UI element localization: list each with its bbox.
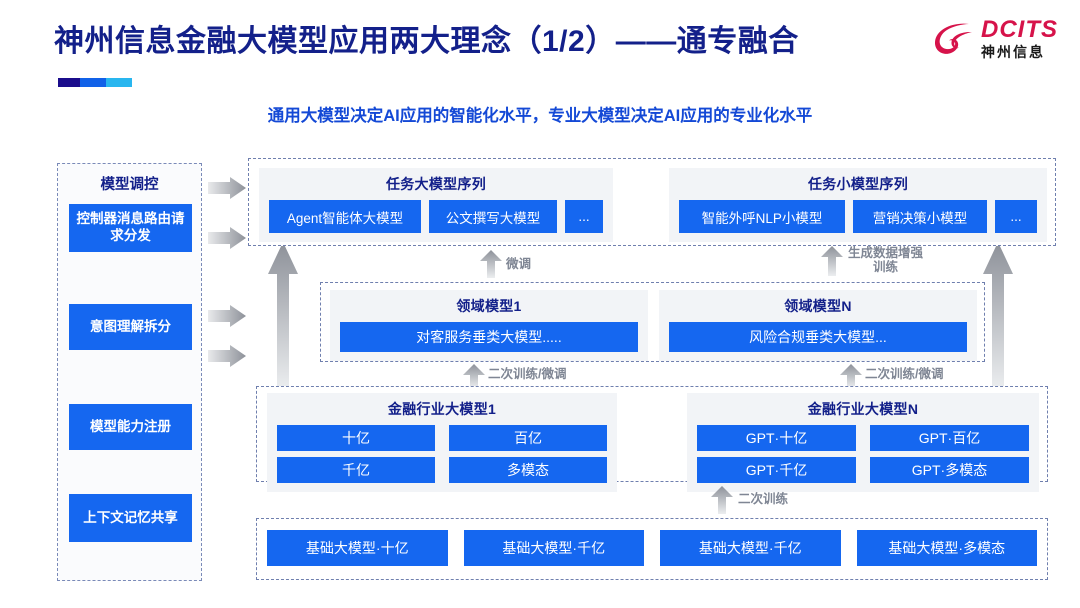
accent-segment-2: [80, 78, 106, 87]
control-item-message-routing[interactable]: 控制器消息路由请求分发: [69, 204, 192, 252]
accent-segment-3: [106, 78, 132, 87]
accent-segment-1: [58, 78, 80, 87]
chip-document-writing-model[interactable]: 公文撰写大模型: [429, 200, 557, 233]
panel-industry-model-n: 金融行业大模型N GPT·十亿 GPT·百亿 GPT·千亿 GPT·多模态: [687, 393, 1039, 492]
grid-industry-1: 十亿 百亿 千亿 多模态: [277, 425, 607, 483]
chip-outbound-nlp-model[interactable]: 智能外呼NLP小模型: [679, 200, 845, 233]
cell-industry1-hundred-billion[interactable]: 千亿: [277, 457, 435, 483]
up-arrow-icon-fine-tune: [480, 250, 502, 278]
panel-domain-model-1: 领域模型1 对客服务垂类大模型.....: [330, 290, 648, 361]
base-chip-hundred-billion-1[interactable]: 基础大模型·千亿: [463, 530, 644, 566]
up-arrow-icon-retrain-right: [840, 364, 862, 388]
arrow-label-retrain-right: 二次训练/微调: [865, 367, 944, 381]
base-chip-multimodal[interactable]: 基础大模型·多模态: [856, 530, 1037, 566]
bar-customer-service-model[interactable]: 对客服务垂类大模型.....: [340, 322, 638, 352]
panel-title-task-large: 任务大模型序列: [385, 176, 487, 192]
panel-domain-model-n: 领域模型N 风险合规垂类大模型...: [659, 290, 977, 361]
panel-title-industry-1: 金融行业大模型1: [387, 401, 497, 417]
accent-bar: [58, 78, 132, 87]
architecture-diagram: 微调 生成数据增强 训练 任务大模型序列 Agent智能体大模型 公文撰写大模型…: [248, 158, 1056, 583]
right-arrow-icon-3: [208, 305, 246, 327]
grid-industry-n: GPT·十亿 GPT·百亿 GPT·千亿 GPT·多模态: [697, 425, 1029, 483]
chip-task-small-more[interactable]: ...: [995, 200, 1037, 233]
control-item-context-memory[interactable]: 上下文记忆共享: [69, 494, 192, 542]
panel-title-domain-1: 领域模型1: [456, 298, 522, 314]
up-arrow-icon-retrain-center: [711, 486, 733, 514]
panel-title-industry-n: 金融行业大模型N: [807, 401, 919, 417]
chip-agent-model[interactable]: Agent智能体大模型: [269, 200, 421, 233]
swirl-icon: [931, 19, 975, 59]
control-column-title: 模型调控: [100, 177, 159, 193]
base-chip-hundred-billion-2[interactable]: 基础大模型·千亿: [660, 530, 841, 566]
logo-text: DCITS 神州信息: [981, 16, 1058, 60]
cell-industryn-gpt-billion[interactable]: GPT·十亿: [697, 425, 856, 451]
up-arrow-icon-right-tall: [983, 242, 1013, 390]
chip-marketing-decision-model[interactable]: 营销决策小模型: [853, 200, 987, 233]
chip-row-task-large: Agent智能体大模型 公文撰写大模型 ...: [269, 200, 603, 233]
up-arrow-icon-left-tall: [268, 242, 298, 390]
control-item-intent-parsing[interactable]: 意图理解拆分: [69, 304, 192, 350]
control-item-capability-registry[interactable]: 模型能力注册: [69, 404, 192, 450]
chip-row-task-small: 智能外呼NLP小模型 营销决策小模型 ...: [679, 200, 1037, 233]
tier-domain-models: 领域模型1 对客服务垂类大模型..... 领域模型N 风险合规垂类大模型...: [320, 282, 985, 362]
arrow-label-retrain-left: 二次训练/微调: [488, 367, 567, 381]
cell-industryn-gpt-ten-billion[interactable]: GPT·百亿: [870, 425, 1029, 451]
cell-industry1-billion[interactable]: 十亿: [277, 425, 435, 451]
panel-industry-model-1: 金融行业大模型1 十亿 百亿 千亿 多模态: [267, 393, 617, 492]
page-subtitle: 通用大模型决定AI应用的智能化水平，专业大模型决定AI应用的专业化水平: [267, 107, 813, 125]
right-arrow-icon-2: [208, 227, 246, 249]
logo-en: DCITS: [981, 16, 1058, 43]
cell-industryn-gpt-multimodal[interactable]: GPT·多模态: [870, 457, 1029, 483]
panel-task-large-models: 任务大模型序列 Agent智能体大模型 公文撰写大模型 ...: [259, 168, 613, 242]
base-chip-billion[interactable]: 基础大模型·十亿: [267, 530, 448, 566]
panel-title-domain-n: 领域模型N: [784, 298, 852, 314]
panel-task-small-models: 任务小模型序列 智能外呼NLP小模型 营销决策小模型 ...: [669, 168, 1047, 242]
arrow-label-retrain-center: 二次训练: [738, 492, 789, 506]
page-title: 神州信息金融大模型应用两大理念（1/2）——通专融合: [54, 25, 799, 58]
logo-cn: 神州信息: [981, 44, 1045, 60]
tier-industry-models: 金融行业大模型1 十亿 百亿 千亿 多模态 金融行业大模型N GPT·十亿 GP…: [256, 386, 1048, 492]
cell-industryn-gpt-hundred-billion[interactable]: GPT·千亿: [697, 457, 856, 483]
bar-risk-compliance-model[interactable]: 风险合规垂类大模型...: [669, 322, 967, 352]
tier-task-models: 任务大模型序列 Agent智能体大模型 公文撰写大模型 ... 任务小模型序列 …: [248, 158, 1056, 246]
arrow-label-fine-tune: 微调: [506, 257, 532, 271]
dcits-logo: DCITS 神州信息: [931, 18, 1058, 59]
right-arrow-icon-4: [208, 345, 246, 367]
base-model-row: 基础大模型·十亿 基础大模型·千亿 基础大模型·千亿 基础大模型·多模态: [257, 519, 1047, 577]
panel-title-task-small: 任务小模型序列: [807, 176, 909, 192]
up-arrow-icon-retrain-left: [463, 364, 485, 388]
control-column: 模型调控 控制器消息路由请求分发 意图理解拆分 模型能力注册 上下文记忆共享: [57, 163, 202, 581]
cell-industry1-multimodal[interactable]: 多模态: [449, 457, 607, 483]
arrow-label-data-augment: 生成数据增强 训练: [848, 246, 924, 275]
right-arrow-icon-1: [208, 177, 246, 199]
chip-task-large-more[interactable]: ...: [565, 200, 603, 233]
up-arrow-icon-data-augment: [821, 246, 843, 276]
tier-base-models: 基础大模型·十亿 基础大模型·千亿 基础大模型·千亿 基础大模型·多模态: [256, 518, 1048, 580]
cell-industry1-ten-billion[interactable]: 百亿: [449, 425, 607, 451]
